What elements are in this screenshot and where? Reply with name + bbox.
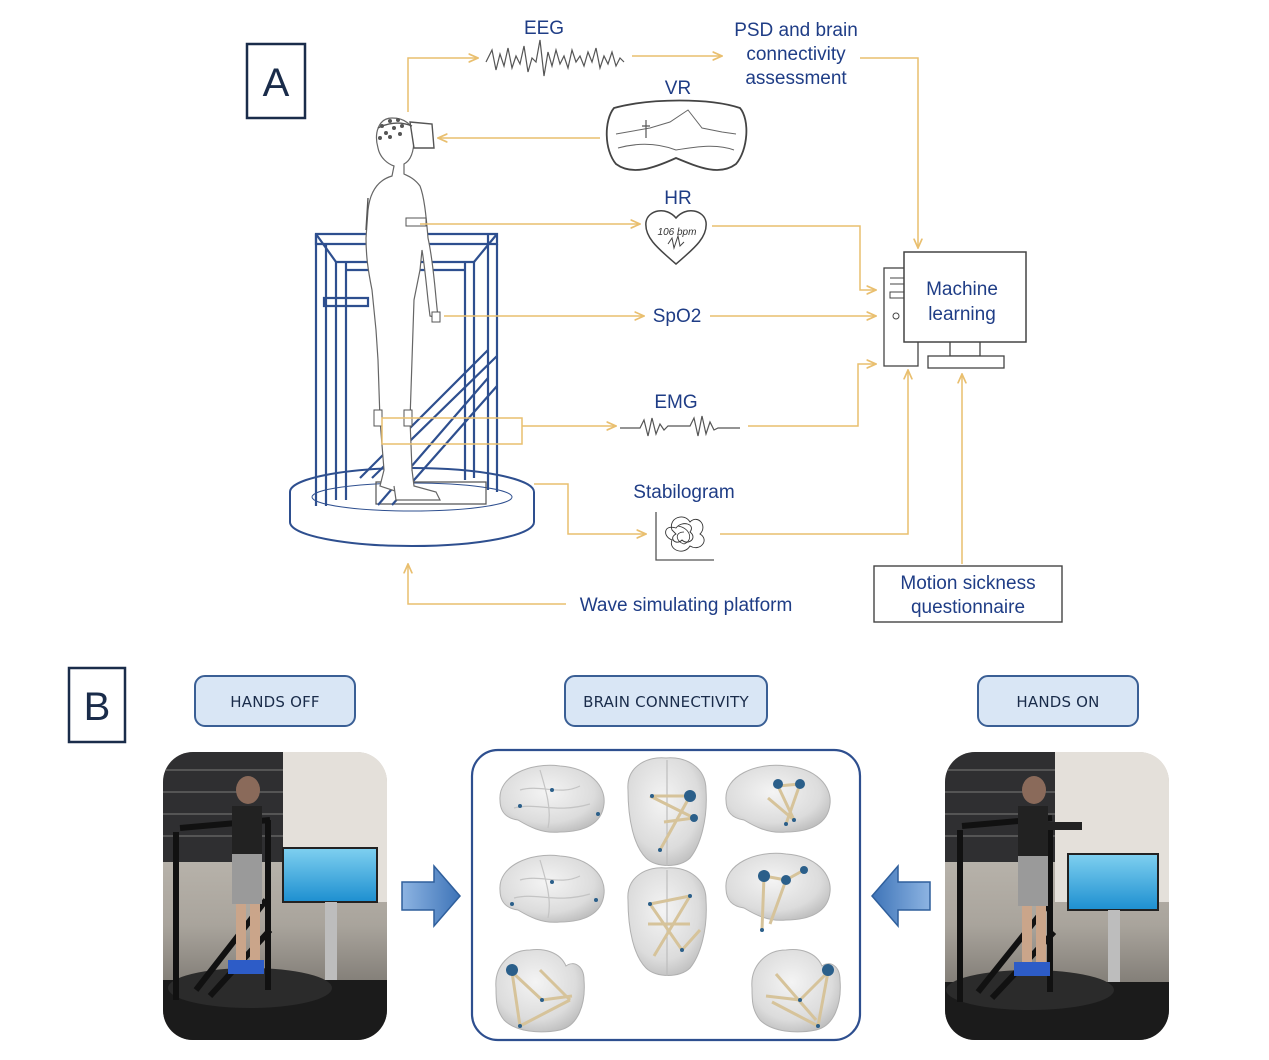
- msq-label-line2: questionnaire: [911, 597, 1025, 618]
- panel-b-label-box: [67, 666, 127, 744]
- stabilogram-label: Stabilogram: [633, 482, 734, 503]
- psd-label-line2: connectivity: [746, 44, 846, 65]
- eeg-waveform: [485, 39, 625, 77]
- psd-label-line3: assessment: [745, 68, 847, 89]
- computer-icon: [883, 251, 1027, 369]
- panel-a: A: [245, 18, 1063, 623]
- hands-off-pill: [194, 675, 356, 727]
- signal-wires: [381, 56, 962, 605]
- hands-off-photo: [163, 752, 387, 1040]
- vr-goggles-icon: [605, 99, 748, 171]
- emg-label: EMG: [654, 392, 697, 413]
- hr-value: 106 bpm: [658, 227, 697, 238]
- emg-waveform: [620, 415, 740, 437]
- right-arrow-icon: [401, 863, 461, 929]
- ml-label-line1: Machine: [926, 279, 998, 300]
- brain-maps: [495, 757, 841, 1033]
- msq-box: [873, 565, 1063, 623]
- hands-on-photo: [945, 752, 1169, 1040]
- brain-connectivity-label: BRAIN CONNECTIVITY: [583, 693, 749, 711]
- panel-b-letter: B: [84, 685, 111, 729]
- vr-label: VR: [665, 78, 691, 99]
- msq-label-line1: Motion sickness: [900, 573, 1035, 594]
- hands-off-label: HANDS OFF: [230, 693, 319, 711]
- hands-on-label: HANDS ON: [1016, 693, 1099, 711]
- stabilogram-plot: [655, 512, 714, 561]
- platform-label: Wave simulating platform: [580, 595, 793, 616]
- hands-on-pill: [977, 675, 1139, 727]
- left-arrow-icon: [871, 863, 931, 929]
- brain-connectivity-pill: [564, 675, 768, 727]
- panel-a-letter: A: [263, 61, 290, 105]
- eeg-label: EEG: [524, 18, 564, 39]
- person-figure: [365, 117, 441, 501]
- spo2-label: SpO2: [653, 306, 702, 327]
- heart-icon: [645, 210, 707, 265]
- psd-label-line1: PSD and brain: [734, 20, 858, 41]
- panel-a-label-box: [245, 42, 307, 120]
- hr-label: HR: [664, 188, 691, 209]
- panel-b: B HANDS OFF BRAIN CONNECTIVITY HANDS ON: [67, 666, 1169, 1042]
- ml-label-line2: learning: [928, 304, 996, 325]
